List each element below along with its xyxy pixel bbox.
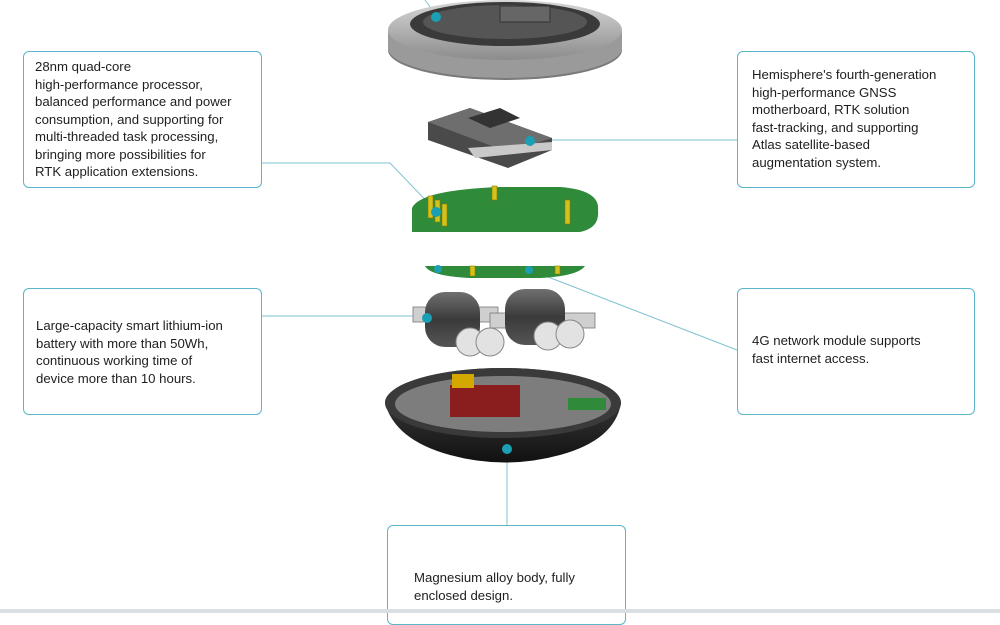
callout-4g-network: 4G network module supports fast internet… (737, 288, 975, 415)
callout-processor: 28nm quad-core high-performance processo… (23, 51, 262, 188)
network-description: 4G network module supports fast internet… (752, 333, 921, 366)
gnss-description: Hemisphere's fourth-generation high-perf… (752, 67, 937, 170)
callout-battery: Large-capacity smart lithium-ion battery… (23, 288, 262, 415)
callout-gnss-motherboard: Hemisphere's fourth-generation high-perf… (737, 51, 975, 188)
bottom-shell-illustration (385, 368, 621, 463)
top-cover-illustration (388, 0, 622, 80)
main-pcb-illustration (412, 185, 599, 278)
gnss-board-illustration (428, 108, 552, 168)
leader-line-processor (262, 162, 438, 213)
processor-description: 28nm quad-core high-performance processo… (35, 59, 232, 179)
battery-description: Large-capacity smart lithium-ion battery… (36, 318, 223, 386)
battery-illustration (412, 289, 596, 357)
callout-magnesium-body: Magnesium alloy body, fully enclosed des… (387, 525, 626, 625)
bottom-scrollbar-track (0, 609, 1000, 613)
leader-line-4g (529, 269, 738, 351)
body-description: Magnesium alloy body, fully enclosed des… (414, 570, 576, 603)
